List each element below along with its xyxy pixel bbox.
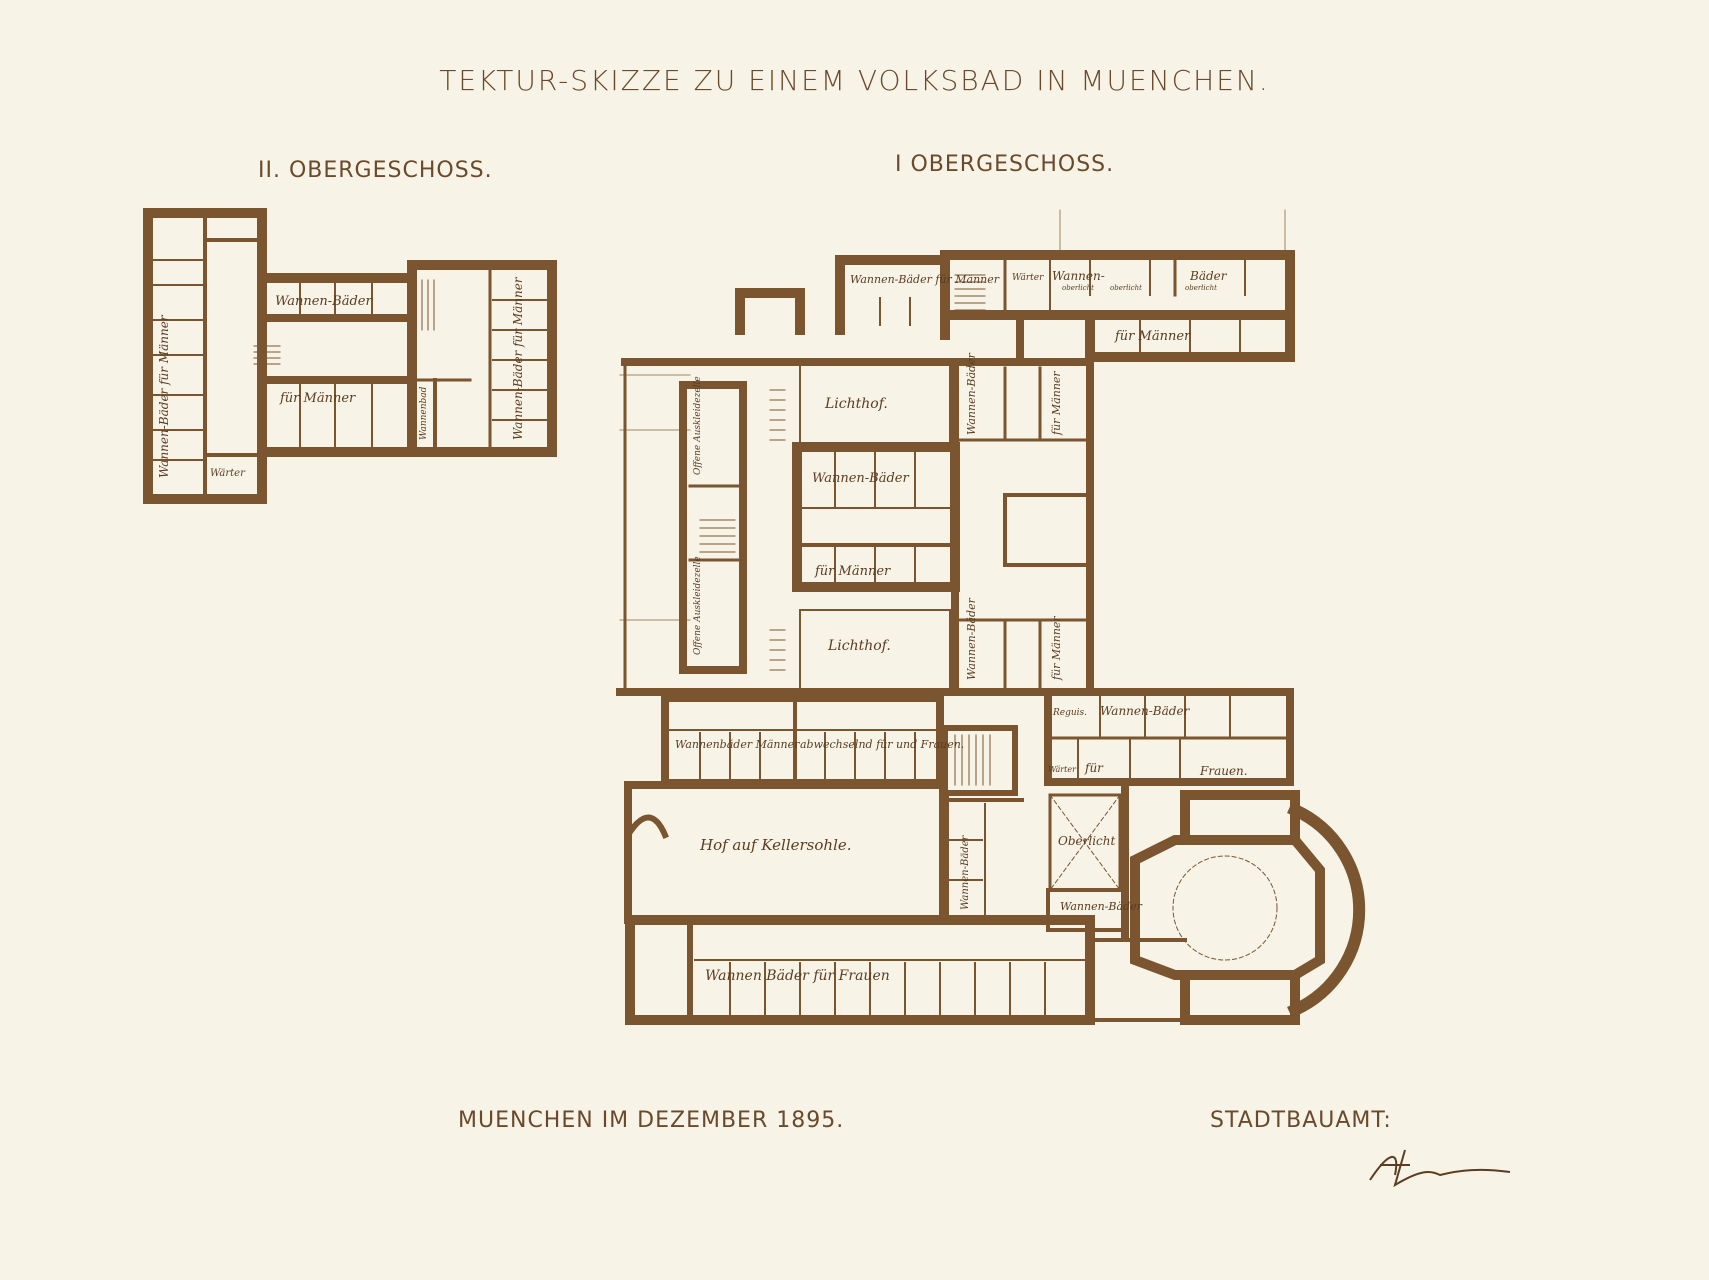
room-label-abwechselnd: abwechselnd für und Frauen. <box>800 738 964 751</box>
room-label-i-top-wannen-oberlicht: Wannen- <box>1052 269 1105 283</box>
room-label-i-fuer-maenner-top: für Männer <box>1114 329 1191 344</box>
room-label-oberlicht: Oberlicht <box>1058 834 1115 848</box>
room-label-i-top-waerter: Wärter <box>1012 273 1044 283</box>
room-label-i-vertical-2: für Männer <box>1050 371 1063 436</box>
room-label-ii-left: Wannen-Bäder für Männer <box>157 314 171 478</box>
room-label-i-waerter-2: Wärter <box>1048 765 1077 774</box>
second-floor-label: II. OBERGESCHOSS. <box>258 158 493 183</box>
room-label-hof: Hof auf Kellersohle. <box>699 836 852 854</box>
room-label-ii-wannenbad: Wannenbad <box>419 386 429 440</box>
room-label-ii-waerter: Wärter <box>210 468 246 479</box>
room-label-i-wannen-baeder-2: Wannen-Bäder <box>1100 704 1191 718</box>
room-label-i-top-baeder-sub: oberlicht <box>1185 284 1217 292</box>
room-label-bottom-wing: Wannen Bäder für Frauen <box>705 968 890 984</box>
second-floor-plan <box>143 208 557 504</box>
room-label-ii-right: Wannen-Bäder für Männer <box>511 276 525 440</box>
room-label-i-top-wannen: Wannen-Bäder für Männer <box>850 273 1000 286</box>
footer-date: MUENCHEN IM DEZEMBER 1895. <box>458 1108 845 1133</box>
room-label-i-top-oberlicht-b: oberlicht <box>1110 284 1142 292</box>
room-label-i-vertical-3: Wannen-Bäder <box>965 597 978 680</box>
room-label-lichthof-1: Lichthof. <box>824 396 888 412</box>
signature-mark <box>1369 1149 1511 1188</box>
room-label-i-top-baeder: Bäder <box>1189 269 1228 283</box>
room-label-i-fuer-maenner-mid: für Männer <box>814 564 891 579</box>
room-label-i-wannen-baeder-3: Wannen-Bäder <box>1060 900 1143 913</box>
room-label-ii-maenner: für Männer <box>279 391 356 406</box>
room-label-i-wannen-baeder-v: Wannen-Bäder <box>960 834 971 910</box>
room-label-reguis: Reguis. <box>1052 708 1087 718</box>
room-label-i-wannen-baeder: Wannen-Bäder <box>812 471 910 486</box>
room-label-offene-2: Offene Auskleidezelle <box>693 556 703 655</box>
room-label-i-vertical-1: Wannen-Bäder <box>965 352 978 435</box>
footer-office: STADTBAUAMT: <box>1210 1108 1392 1133</box>
room-label-wannenbaeder-maenner: Wannenbäder Männer <box>675 738 800 751</box>
room-label-i-fuer: für <box>1084 761 1104 775</box>
drawing-title: TEKTUR-SKIZZE ZU EINEM VOLKSBAD IN MUENC… <box>439 64 1270 97</box>
room-label-i-frauen: Frauen. <box>1199 764 1248 778</box>
room-label-ii-wannen: Wannen-Bäder <box>275 294 373 309</box>
first-floor-label: I OBERGESCHOSS. <box>895 152 1115 177</box>
first-floor-plan <box>616 209 1366 1025</box>
room-label-lichthof-2: Lichthof. <box>827 638 891 654</box>
room-label-offene-1: Offene Auskleidezelle <box>693 376 703 475</box>
room-label-i-vertical-4: für Männer <box>1050 616 1063 681</box>
room-label-i-top-oberlicht-a: oberlicht <box>1062 284 1094 292</box>
